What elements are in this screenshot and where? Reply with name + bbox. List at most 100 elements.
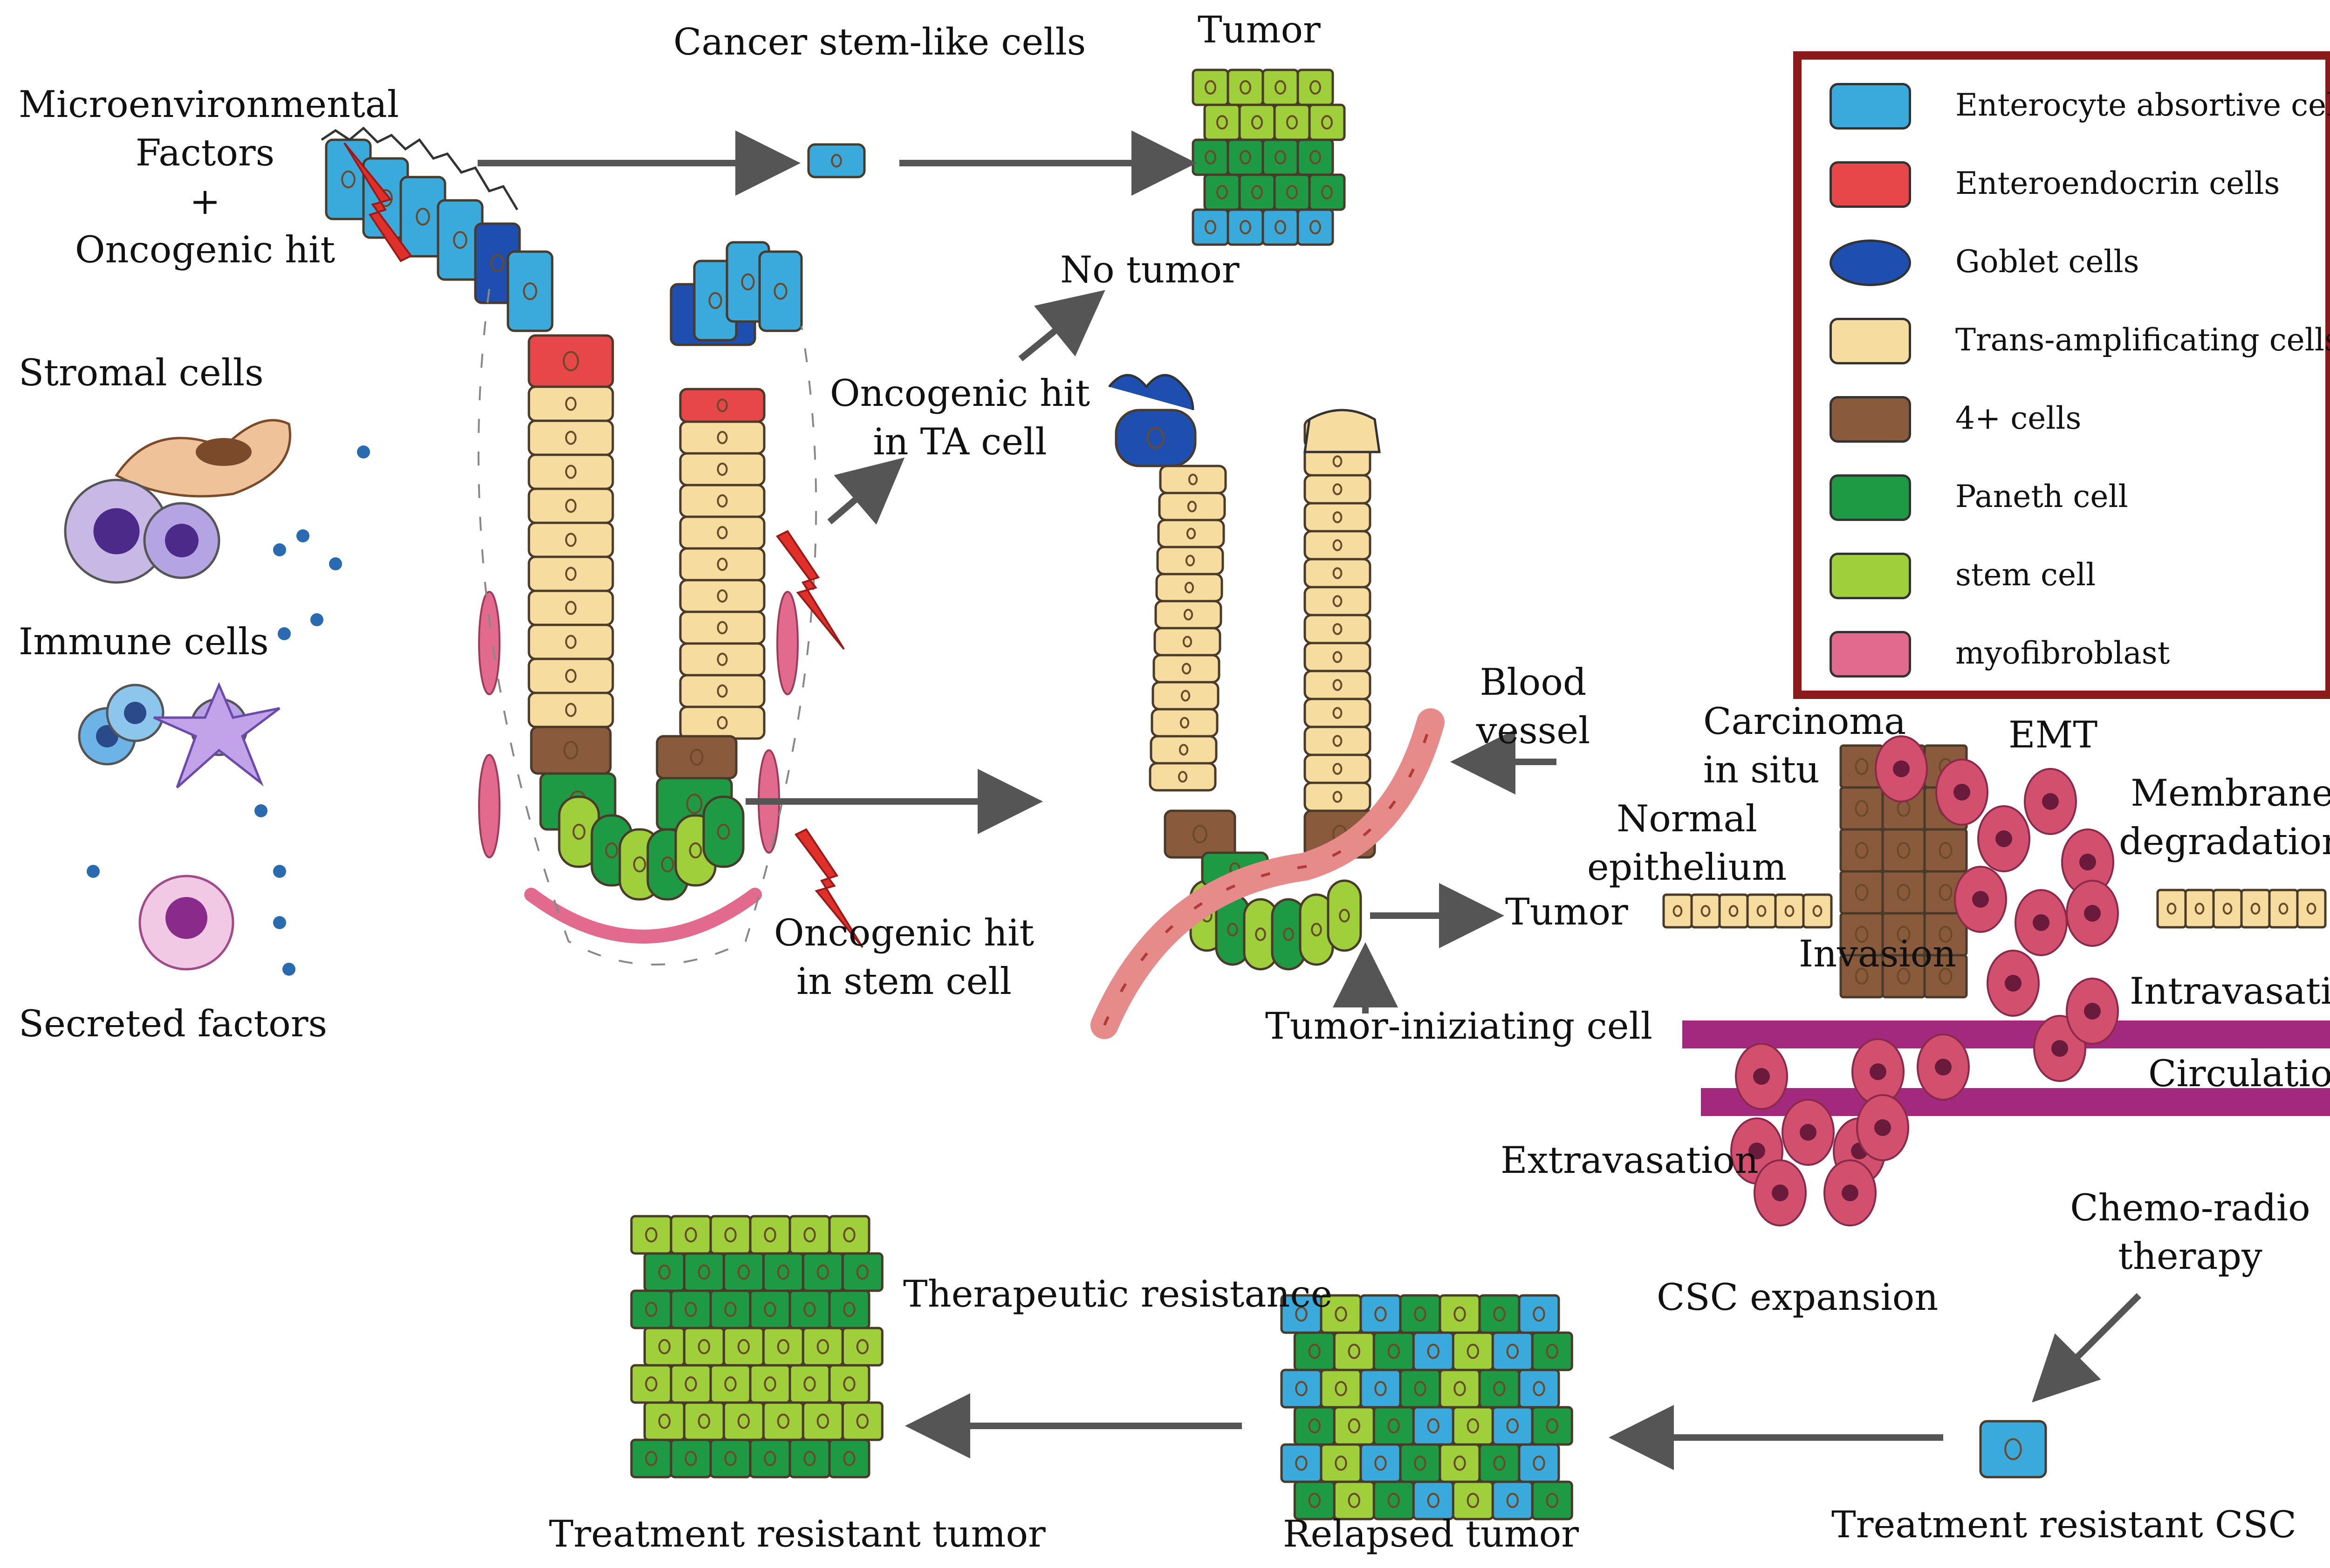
tumor-cell: [683, 1401, 725, 1441]
cell-nucleus: [1939, 967, 1953, 985]
cell-nucleus: [1453, 1306, 1466, 1322]
cell-nucleus: [1205, 80, 1216, 95]
ta-cell: [679, 484, 766, 518]
microenvironmental-factors-line-1: Microenvironmental: [19, 83, 399, 126]
legend-label: Enteroendocrin cells: [1955, 165, 2280, 201]
cell-nucleus: [1332, 651, 1343, 663]
label-cancer-stem-like-cells: Cancer stem-like cells: [673, 21, 1086, 63]
tumor-cell: [802, 1401, 844, 1441]
normal-epithelium-cell: [1774, 893, 1805, 929]
microenvironmental-factors-line-2: Factors: [135, 131, 275, 174]
cell-nucleus: [685, 1376, 697, 1392]
microenvironmental-factors-line-4: Oncogenic hit: [75, 228, 336, 271]
secreted-factor: [310, 613, 323, 626]
cell-nucleus: [1332, 735, 1343, 747]
cell-nucleus: [1182, 636, 1192, 648]
cell-nucleus: [1179, 717, 1190, 729]
cell-nucleus: [658, 1339, 671, 1355]
ta-cell: [1303, 474, 1371, 505]
tumor-cell: [1227, 138, 1264, 176]
tumor-cell: [1261, 68, 1299, 106]
migrating-nucleus: [2051, 1040, 2068, 1057]
ta-cell: [679, 579, 766, 613]
legend-swatch: [1830, 631, 1911, 678]
label-tumor-initiating-cell: Tumor-iniziating cell: [1265, 1005, 1653, 1048]
ta-cell: [528, 385, 614, 422]
cell-nucleus: [2166, 903, 2177, 915]
legend-label: Goblet cells: [1955, 244, 2139, 280]
cell-nucleus: [1187, 500, 1197, 513]
cell-nucleus: [856, 1413, 869, 1429]
cell-nucleus: [1332, 595, 1343, 607]
carcinoma-in-situ-line-2: in situ: [1703, 748, 1820, 791]
ta-cell: [1151, 708, 1219, 738]
tumor-cell: [709, 1364, 752, 1404]
cell-nucleus: [1179, 744, 1189, 756]
cell-nucleus: [1533, 1381, 1545, 1397]
tumor-cell: [1192, 68, 1229, 106]
cell-nucleus: [1332, 707, 1343, 719]
relapsed-tumor: [1280, 1294, 1573, 1520]
membrane-degradation-line-2: degradation: [2119, 820, 2330, 863]
cell-nucleus: [737, 1264, 750, 1280]
tumor-cell: [1491, 1331, 1534, 1371]
normal-epithelium-cell: [1802, 893, 1833, 929]
enteroendocrine-cell: [528, 334, 614, 388]
migrating-nucleus: [2079, 854, 2096, 870]
chemo-radio-therapy-line-1: Chemo-radio: [2070, 1186, 2310, 1229]
legend-label: Enterocyte absortive cells: [1955, 87, 2330, 123]
label-treatment-resistant-tumor: Treatment resistant tumor: [549, 1513, 1046, 1555]
goblet-cell: [1115, 409, 1197, 467]
cell-nucleus: [490, 254, 505, 273]
cell-nucleus: [645, 1301, 658, 1317]
legend-label: Trans-amplificating cells: [1955, 322, 2330, 358]
cell-nucleus: [1295, 1306, 1308, 1322]
cell-nucleus: [1332, 511, 1343, 523]
tumor-cell: [709, 1215, 752, 1255]
cell-nucleus: [1205, 150, 1216, 164]
cell-nucleus: [1311, 923, 1322, 937]
carcinoma-cell: [1839, 828, 1884, 873]
cell-nucleus: [1855, 883, 1869, 901]
ta-cell: [679, 515, 766, 550]
cell-nucleus: [764, 1451, 776, 1466]
secreted-factor: [329, 557, 342, 570]
cell-nucleus: [1939, 925, 1953, 943]
cell-nucleus: [717, 589, 728, 603]
cell-nucleus: [1546, 1343, 1559, 1359]
cell-nucleus: [1183, 609, 1193, 621]
ta-cell: [1303, 698, 1371, 728]
tumor-cell: [841, 1401, 884, 1441]
cell-nucleus: [1897, 925, 1911, 943]
tumor-cell: [1273, 173, 1311, 211]
cell-nucleus: [1374, 1306, 1387, 1322]
crypt-base-cell: [1327, 879, 1362, 952]
cell-nucleus: [717, 526, 728, 540]
cell-nucleus: [737, 1339, 750, 1355]
enterocyte-cell: [507, 250, 554, 332]
cell-nucleus: [2004, 1438, 2022, 1460]
legend-swatch: [1830, 553, 1911, 599]
ta-cell: [528, 419, 614, 456]
oncogenic-hit-stem-line-1: Oncogenic hit: [774, 911, 1035, 954]
cell-nucleus: [1414, 1455, 1426, 1471]
cell-nucleus: [1275, 80, 1286, 95]
label-treatment-resistant-csc: Treatment resistant CSC: [1831, 1503, 2296, 1546]
cell-nucleus: [1275, 150, 1286, 164]
migrating-nucleus: [1842, 1185, 1858, 1201]
tumor-cell: [1238, 103, 1276, 141]
ta-cell: [1154, 600, 1222, 630]
goblet-top: [1108, 374, 1194, 411]
cell-nucleus: [816, 1339, 829, 1355]
normal-epithelium-cell: [1662, 893, 1693, 929]
cell-nucleus: [1453, 1381, 1466, 1397]
cell-nucleus: [565, 567, 577, 581]
ta-cell: [1155, 573, 1223, 603]
cell-nucleus: [658, 1413, 671, 1429]
cell-nucleus: [1286, 115, 1298, 130]
tumor-cell: [1293, 1331, 1336, 1371]
myofibroblast-base: [524, 888, 762, 944]
